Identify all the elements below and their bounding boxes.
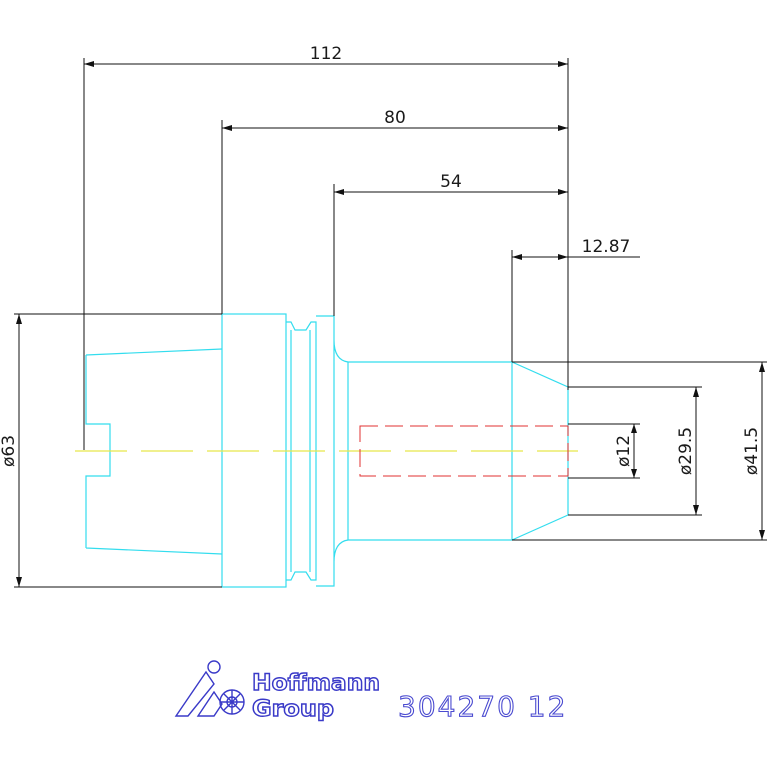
hidden-bore <box>359 425 569 477</box>
logo-line1: Hoffmann <box>252 671 380 696</box>
dim-dia-29-5-label: ø29.5 <box>676 427 696 475</box>
dim-54-label: 54 <box>440 172 462 192</box>
flange <box>316 315 349 587</box>
dimensions: 112 80 54 12.87 ø63 ø12 ø29.5 <box>0 44 767 588</box>
dim-dia-12-label: ø12 <box>614 435 634 467</box>
hoffmann-logo-icon <box>174 660 245 717</box>
dim-dia-63-label: ø63 <box>0 435 19 467</box>
dim-80-label: 80 <box>384 108 406 128</box>
hoffmann-logo: Hoffmann Group <box>174 660 381 723</box>
part-number: 304270 12 <box>398 690 567 723</box>
dim-12-87-label: 12.87 <box>582 237 631 257</box>
dim-dia-41-5-label: ø41.5 <box>742 427 762 475</box>
dim-112-label: 112 <box>310 44 342 64</box>
logo-line2: Group <box>252 697 334 722</box>
taper-section <box>85 348 223 555</box>
